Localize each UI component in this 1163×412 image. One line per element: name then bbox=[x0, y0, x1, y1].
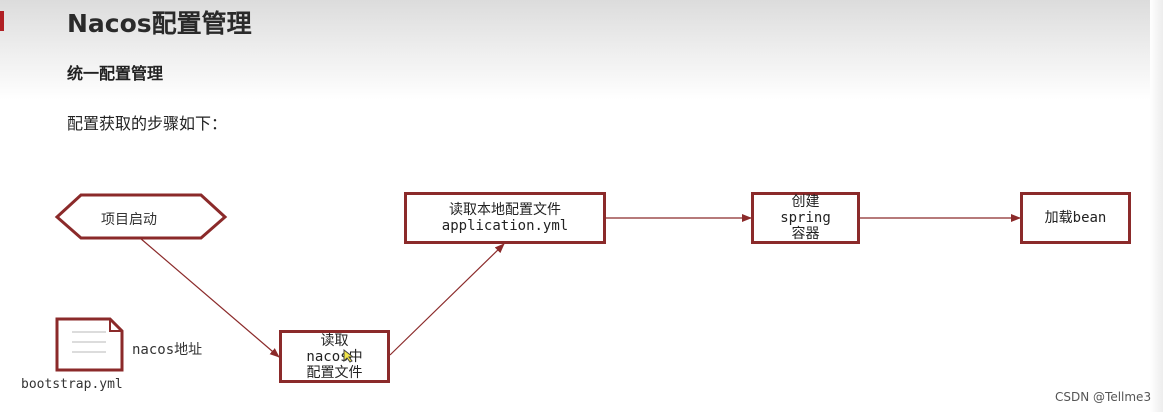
page-title: Nacos配置管理 bbox=[67, 9, 252, 38]
header-band bbox=[0, 0, 1163, 100]
bootstrap-filename: bootstrap.yml bbox=[21, 377, 123, 392]
start-hexagon-shape bbox=[54, 193, 228, 240]
arrow-start-to-read-nacos bbox=[139, 237, 280, 358]
read-local-config-box: 读取本地配置文件 application.yml bbox=[404, 192, 606, 244]
read-local-line1: 读取本地配置文件 bbox=[449, 202, 561, 218]
accent-marker bbox=[0, 11, 4, 31]
read-nacos-line1: 读取 bbox=[320, 332, 349, 349]
bootstrap-note: nacos地址 bbox=[132, 342, 203, 358]
read-nacos-config-box: 读取 nacos中 配置文件 bbox=[279, 330, 390, 383]
load-bean-box: 加载bean bbox=[1020, 192, 1131, 244]
file-icon bbox=[55, 317, 124, 372]
intro-text: 配置获取的步骤如下： bbox=[67, 114, 228, 133]
slide-edge bbox=[1150, 0, 1163, 412]
read-nacos-line3: 配置文件 bbox=[306, 364, 363, 381]
watermark: CSDN @Tellme3 bbox=[1055, 390, 1152, 404]
create-container-line1: 创建 bbox=[791, 194, 820, 210]
mouse-cursor-icon bbox=[343, 349, 355, 363]
create-container-line3: 容器 bbox=[791, 226, 820, 242]
load-bean-label: 加载bean bbox=[1044, 210, 1107, 226]
start-label: 项目启动 bbox=[101, 212, 157, 228]
arrow-read-nacos-to-read-local bbox=[389, 243, 505, 356]
create-container-box: 创建 spring 容器 bbox=[751, 192, 860, 244]
create-container-line2: spring bbox=[780, 210, 831, 226]
read-local-line2: application.yml bbox=[441, 218, 569, 234]
section-subtitle: 统一配置管理 bbox=[67, 64, 164, 83]
